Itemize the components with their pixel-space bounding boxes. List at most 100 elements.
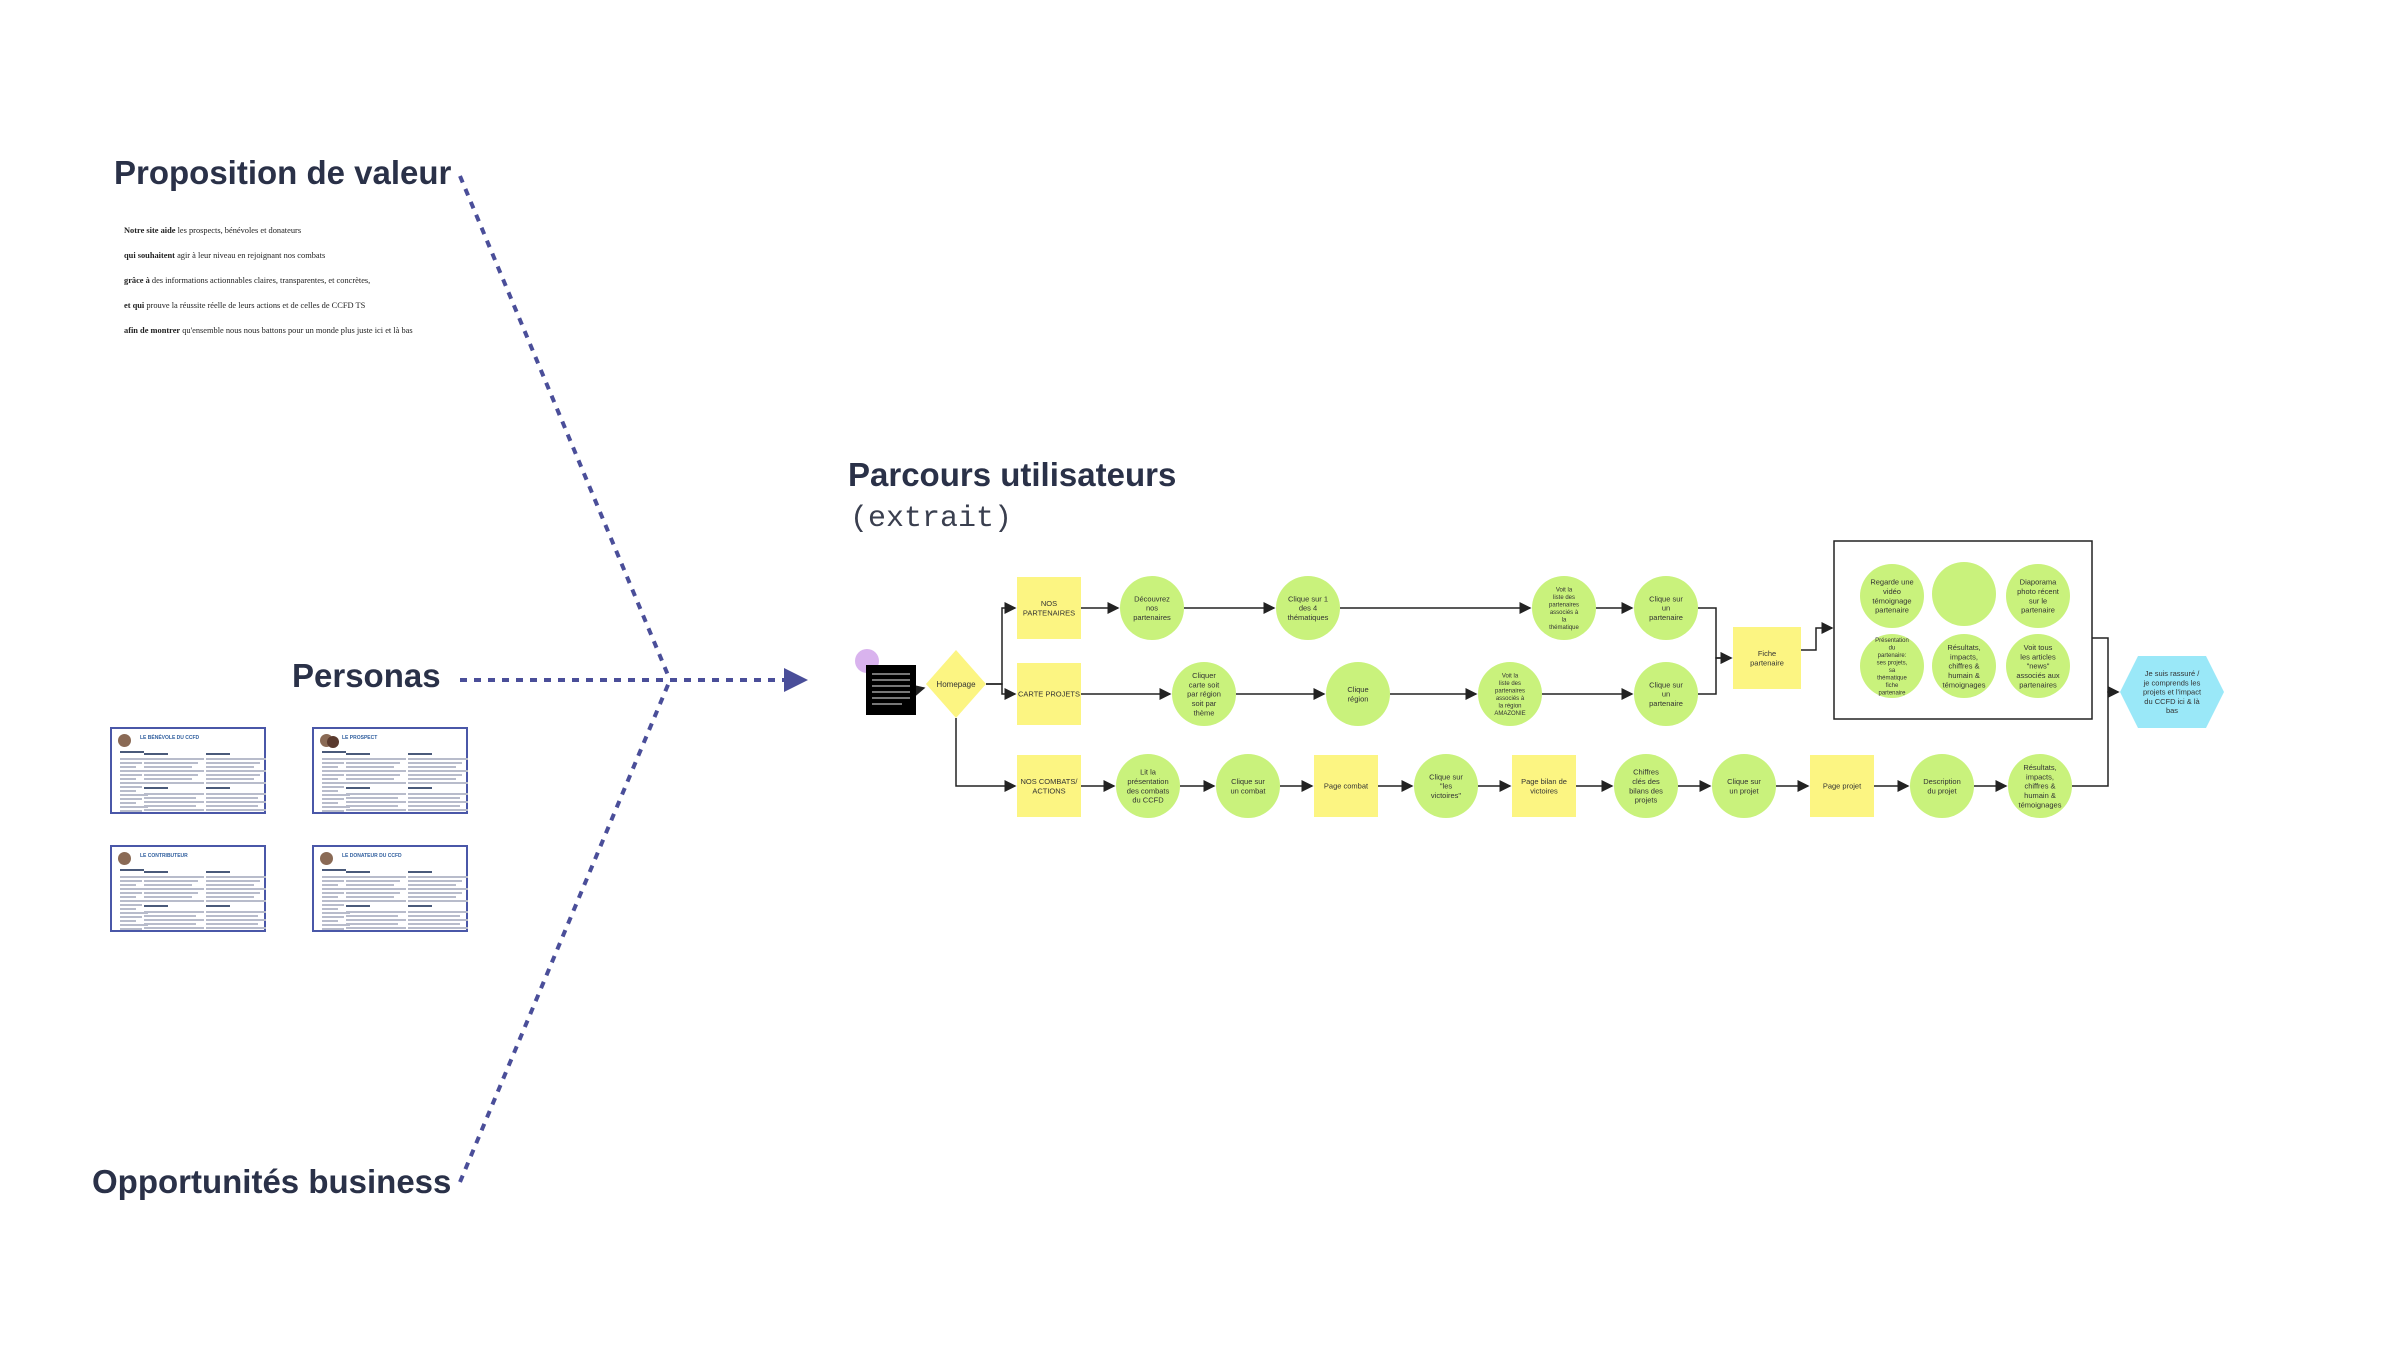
node-partner-detail-4[interactable] bbox=[1932, 634, 1996, 698]
node-clique-projet[interactable] bbox=[1712, 754, 1776, 818]
text-line bbox=[144, 900, 204, 902]
persona-card-donateur[interactable]: LE DONATEUR DU CCFD bbox=[312, 845, 468, 932]
text-line bbox=[144, 888, 204, 890]
homepage-node[interactable] bbox=[926, 650, 986, 718]
node-partner-detail-0[interactable] bbox=[1860, 564, 1924, 628]
node-partner-detail-2[interactable] bbox=[2006, 564, 2070, 628]
heading-opportunites-business: Opportunités business bbox=[92, 1163, 452, 1200]
text-line bbox=[322, 892, 344, 894]
text-line bbox=[144, 884, 192, 886]
section-heading bbox=[206, 905, 230, 907]
node-chiffres-cles[interactable] bbox=[1614, 754, 1678, 818]
node-description-projet[interactable] bbox=[1910, 754, 1974, 818]
text-line bbox=[322, 770, 350, 772]
text-line bbox=[120, 904, 142, 906]
text-line bbox=[120, 916, 142, 918]
text-line bbox=[144, 766, 192, 768]
text-line bbox=[322, 880, 344, 882]
node-carte-projets-label: CARTE PROJETS bbox=[1018, 690, 1080, 699]
node-page-projet[interactable] bbox=[1810, 755, 1874, 817]
text-line bbox=[120, 912, 148, 914]
text-line bbox=[120, 806, 148, 808]
text-line bbox=[408, 809, 468, 811]
node-liste-partenaires-thematique[interactable] bbox=[1532, 576, 1596, 640]
end-node[interactable] bbox=[2120, 656, 2224, 728]
node-page-projet-label: Page projet bbox=[1823, 782, 1862, 791]
persona-name: LE DONATEUR DU CCFD bbox=[342, 853, 402, 859]
start-card[interactable] bbox=[866, 665, 916, 715]
section-heading bbox=[408, 871, 432, 873]
persona-card-benevole[interactable]: LE BÉNÉVOLE DU CCFD bbox=[110, 727, 266, 814]
text-line bbox=[322, 810, 344, 812]
text-line bbox=[206, 923, 258, 925]
node-partner-detail-5[interactable] bbox=[2006, 634, 2070, 698]
text-line bbox=[346, 888, 406, 890]
node-resultats-impacts[interactable] bbox=[2008, 754, 2072, 818]
text-line bbox=[206, 793, 266, 795]
text-line bbox=[346, 805, 398, 807]
text-line bbox=[346, 884, 394, 886]
node-page-combat[interactable] bbox=[1314, 755, 1378, 817]
flow-arrow bbox=[912, 684, 926, 697]
node-nos-combats[interactable] bbox=[1017, 755, 1081, 817]
text-line bbox=[206, 911, 266, 913]
text-line bbox=[322, 884, 338, 886]
text-line bbox=[346, 782, 406, 784]
text-line bbox=[144, 892, 198, 894]
node-nos-partenaires[interactable] bbox=[1017, 577, 1081, 639]
text-line bbox=[120, 774, 142, 776]
node-partner-detail-1[interactable] bbox=[1932, 562, 1996, 626]
text-line bbox=[206, 778, 254, 780]
node-clique-partenaire-2[interactable] bbox=[1634, 662, 1698, 726]
persona-name: LE PROSPECT bbox=[342, 735, 378, 741]
section-heading bbox=[346, 787, 370, 789]
vp-line: et qui prouve la réussite réelle de leur… bbox=[124, 301, 366, 310]
text-line bbox=[144, 896, 192, 898]
text-line bbox=[408, 911, 468, 913]
text-line bbox=[120, 888, 148, 890]
persona-card-prospect[interactable]: LE PROSPECT bbox=[312, 727, 468, 814]
node-clique-partenaire-1[interactable] bbox=[1634, 576, 1698, 640]
text-line bbox=[144, 782, 204, 784]
node-decouvrez-partenaires[interactable] bbox=[1120, 576, 1184, 640]
avatar bbox=[327, 736, 339, 748]
persona-card-contributeur[interactable]: LE CONTRIBUTEUR bbox=[110, 845, 266, 932]
node-page-bilan[interactable] bbox=[1512, 755, 1576, 817]
text-line bbox=[346, 801, 406, 803]
node-carte-projets[interactable] bbox=[1017, 663, 1081, 725]
text-line bbox=[120, 798, 142, 800]
vp-line: Notre site aide les prospects, bénévoles… bbox=[124, 226, 302, 235]
text-line bbox=[322, 924, 350, 926]
text-line bbox=[346, 758, 406, 760]
text-line bbox=[120, 908, 136, 910]
section-heading bbox=[408, 787, 432, 789]
text-line bbox=[408, 900, 468, 902]
node-partner-detail-3[interactable] bbox=[1860, 634, 1924, 698]
node-clique-region[interactable] bbox=[1326, 662, 1390, 726]
text-line bbox=[322, 912, 350, 914]
node-clique-victoires[interactable] bbox=[1414, 754, 1478, 818]
text-line bbox=[120, 770, 148, 772]
text-line bbox=[346, 778, 394, 780]
flow-arrow bbox=[2072, 686, 2120, 787]
section-heading bbox=[144, 753, 168, 755]
node-clique-thematique[interactable] bbox=[1276, 576, 1340, 640]
text-line bbox=[206, 782, 266, 784]
vp-line: grâce à des informations actionnables cl… bbox=[124, 276, 371, 285]
node-clique-combat[interactable] bbox=[1216, 754, 1280, 818]
node-presentation-combats[interactable] bbox=[1116, 754, 1180, 818]
node-cliquer-carte[interactable] bbox=[1172, 662, 1236, 726]
node-liste-partenaires-region[interactable] bbox=[1478, 662, 1542, 726]
text-line bbox=[206, 884, 254, 886]
node-fiche-partenaire[interactable] bbox=[1733, 627, 1801, 689]
text-line bbox=[144, 809, 204, 811]
start-card-text bbox=[872, 673, 910, 705]
text-line bbox=[322, 798, 344, 800]
